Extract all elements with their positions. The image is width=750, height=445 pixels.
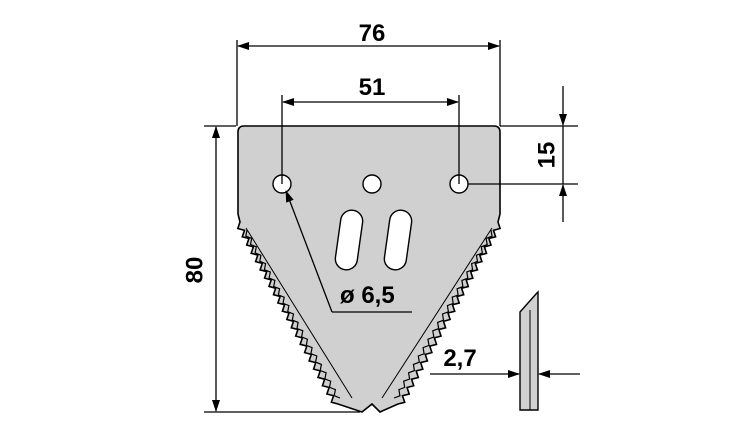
label-overall-height: 80 <box>181 257 208 284</box>
blade-outline <box>236 125 502 413</box>
dimension-hole-offset: 15 <box>468 86 578 222</box>
label-thickness: 2,7 <box>443 345 476 372</box>
serrated-edge-left <box>245 229 341 399</box>
label-overall-width: 76 <box>359 20 386 47</box>
bevel-line-right <box>381 227 493 399</box>
dimension-overall-height: 80 <box>181 125 360 413</box>
blade-front-view <box>236 125 502 413</box>
dimension-overall-width: 76 <box>236 20 501 126</box>
label-hole-spacing: 51 <box>359 74 386 101</box>
center-hole <box>362 174 382 194</box>
blade-side-view <box>519 290 539 411</box>
dimension-hole-diameter: ø 6,5 <box>285 190 412 313</box>
label-hole-offset: 15 <box>533 142 560 169</box>
dimension-thickness: 2,7 <box>430 345 580 378</box>
slot-left <box>334 209 364 271</box>
label-hole-diameter: ø 6,5 <box>340 282 395 309</box>
dimension-hole-spacing: 51 <box>281 74 460 184</box>
serrated-edge-right <box>393 229 493 399</box>
bevel-line-left <box>245 227 353 399</box>
side-profile <box>519 290 539 411</box>
slot-right <box>383 209 413 271</box>
